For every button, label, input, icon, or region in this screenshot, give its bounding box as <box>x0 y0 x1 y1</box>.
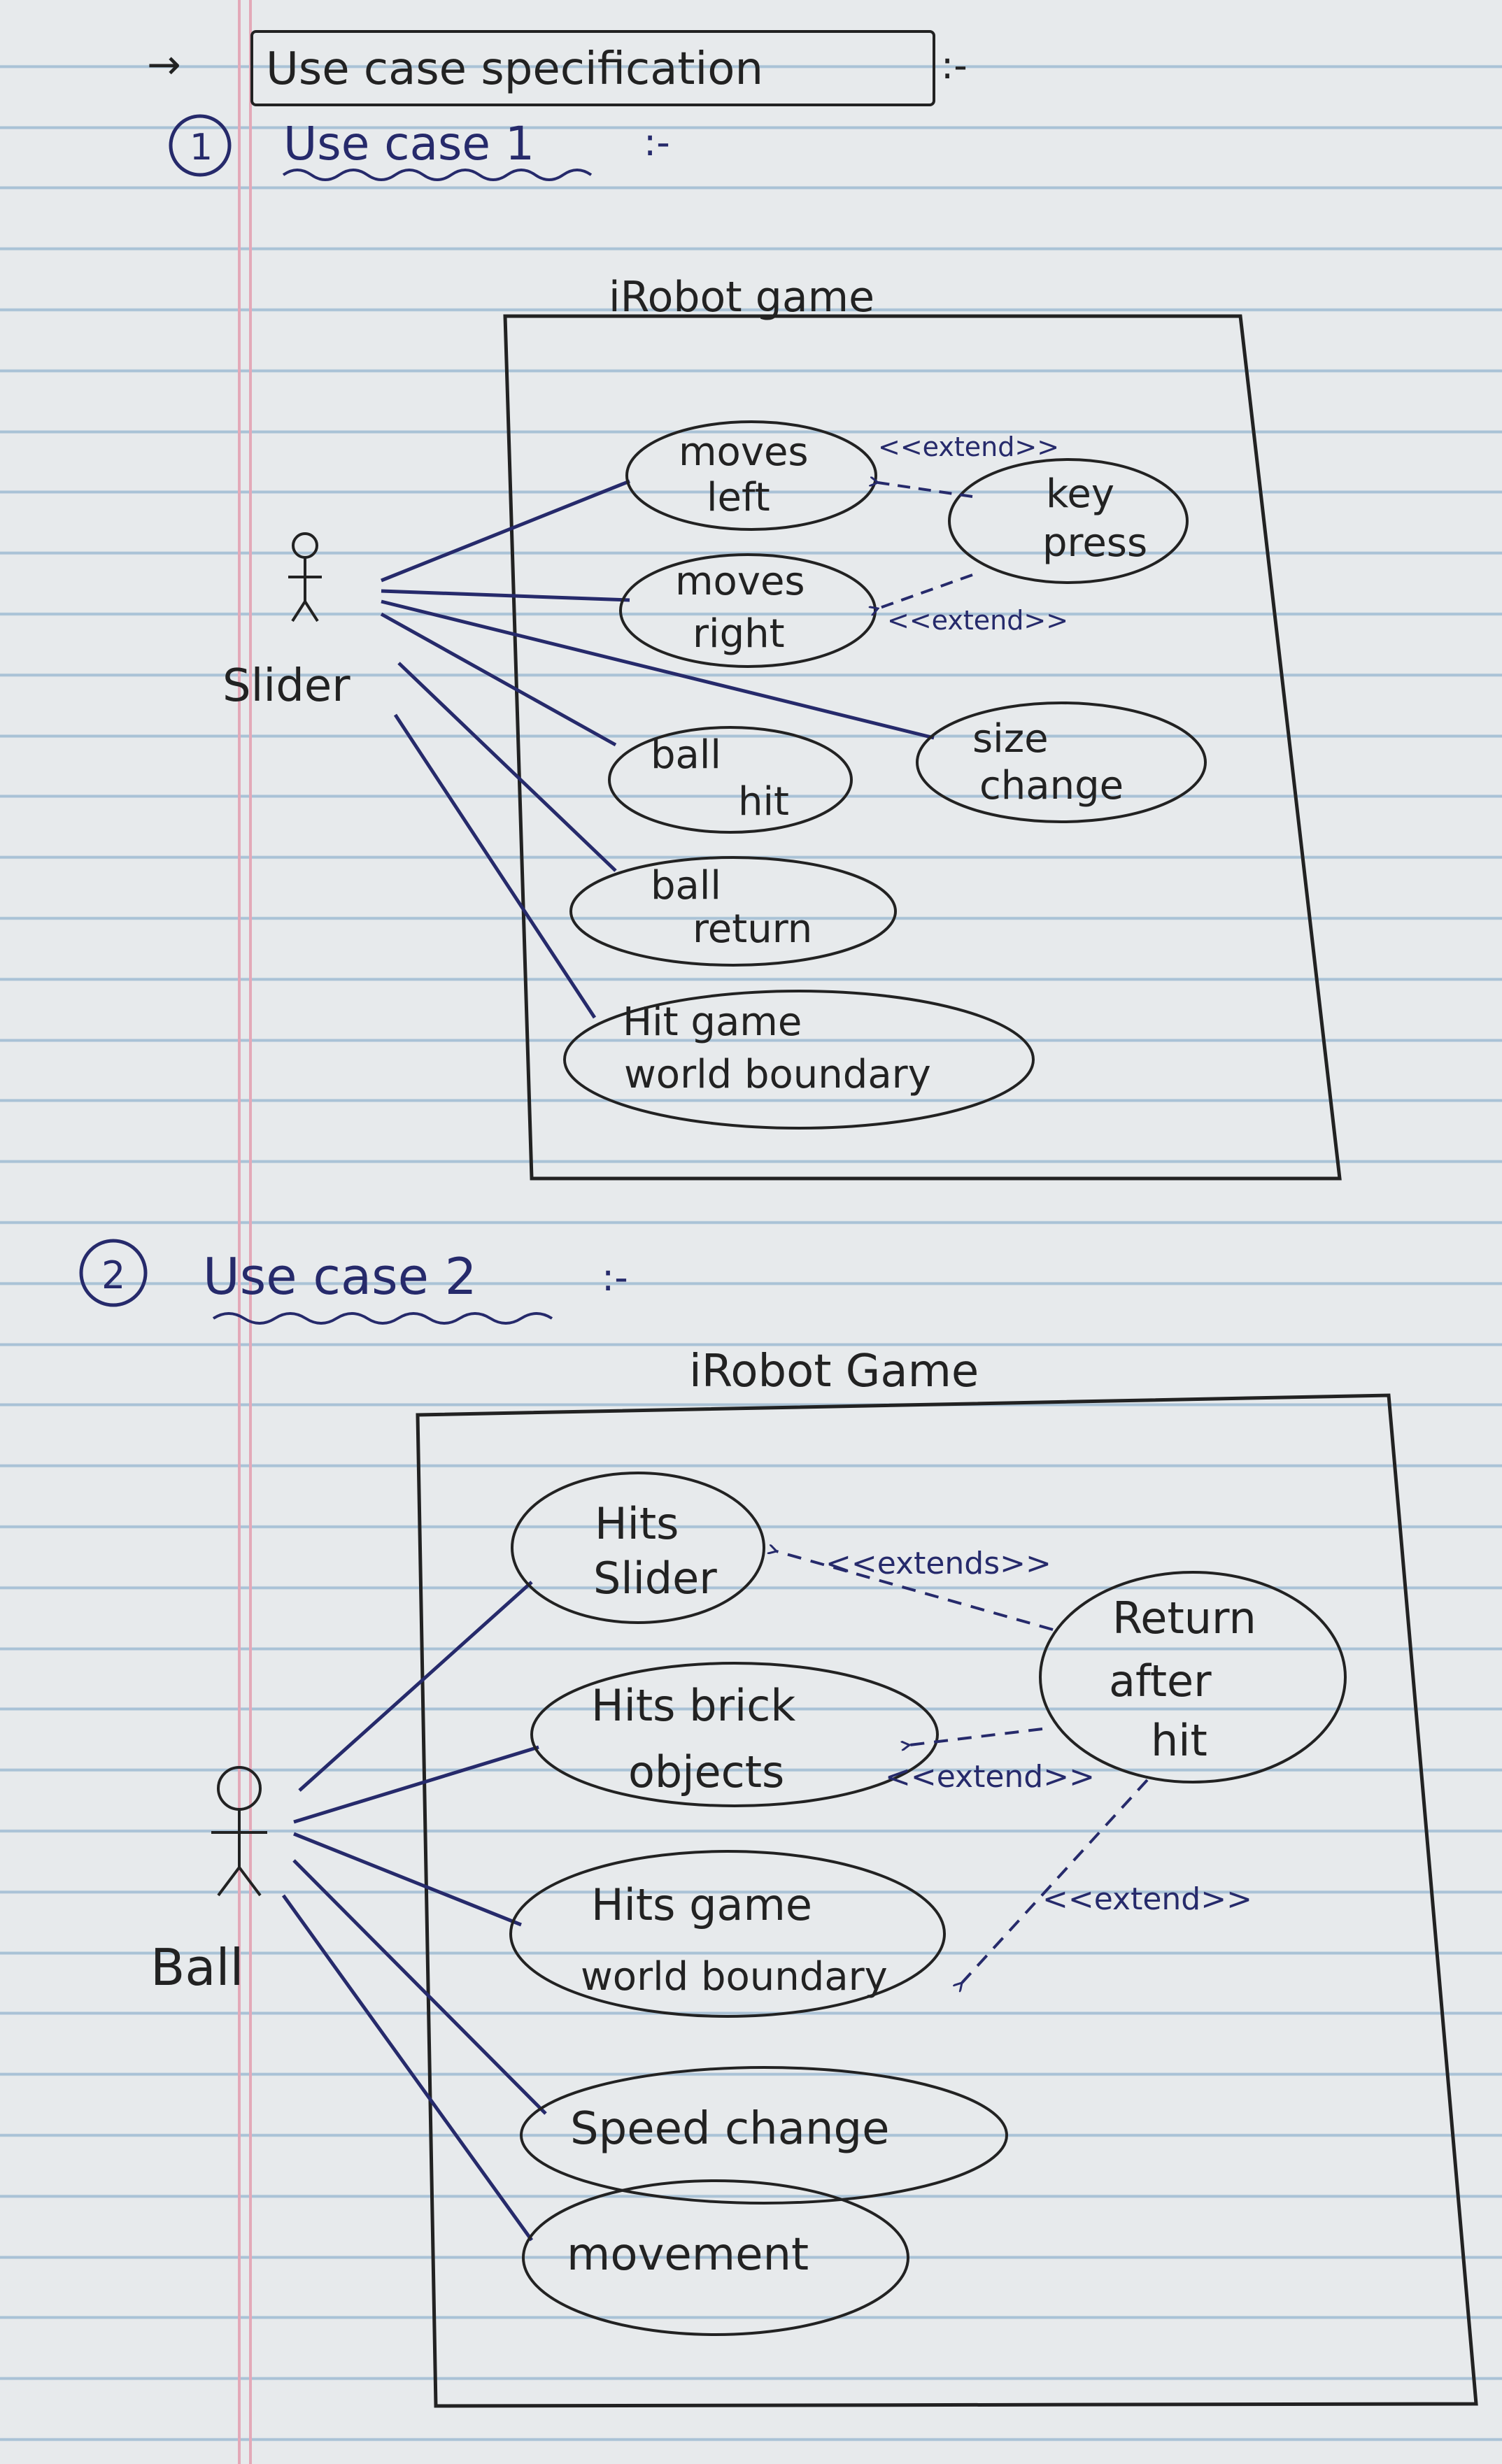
uc1-extend-label-2: <<extend>> <box>887 605 1068 636</box>
margin-line <box>238 0 241 2464</box>
heading-box <box>250 30 935 106</box>
uc-ball-return-line2: return <box>693 906 812 952</box>
assoc-moves-left <box>381 479 630 583</box>
uc-hits-slider-line1: Hits <box>595 1498 679 1549</box>
uc1-number-circle <box>169 114 232 177</box>
uc-hits-boundary-line2: world boundary <box>581 1954 888 2000</box>
heading-suffix: :- <box>941 43 968 87</box>
uc-hits-boundary-line1: Hits game <box>591 1879 812 1930</box>
uc1-extend-2: <<extend>> <box>878 574 1068 636</box>
uc-ball-return-line1: ball <box>651 863 721 909</box>
assoc-hits-slider <box>298 1581 533 1792</box>
uc-ball-return: ball return <box>569 856 897 967</box>
uc2-extend-label-1: <<extends>> <box>826 1546 1051 1581</box>
uc-ball-hit-line1: ball <box>651 732 721 778</box>
uc2-associations <box>281 1581 547 2242</box>
uc-hits-slider-line2: Slider <box>593 1553 717 1604</box>
uc-hits-brick-line1: Hits brick <box>591 1680 795 1731</box>
uc2-extend-1: <<extends>> <box>777 1546 1054 1631</box>
uc-size-change-line2: change <box>979 763 1124 809</box>
uc1-extend-1: <<extend>> <box>878 432 1059 498</box>
uc1-title-group: 1 Use case 1 :- <box>169 114 670 181</box>
uc-movement: movement <box>522 2179 909 2336</box>
ball-actor: Ball <box>150 1766 267 1997</box>
assoc-hits-boundary <box>293 1832 522 1927</box>
uc-return-after-hit-line2: after <box>1109 1655 1212 1707</box>
assoc-ball-return <box>397 662 617 872</box>
uc2-extend-3: <<extend>> <box>962 1779 1252 1983</box>
uc2-system-boundary <box>416 1393 1478 2408</box>
ball-actor-label: Ball <box>150 1938 244 1997</box>
uc-hits-brick: Hits brick objects <box>530 1662 939 1807</box>
heading-text: Use case specification <box>266 43 763 95</box>
slider-actor: Slider <box>222 532 350 712</box>
assoc-moves-right <box>381 589 630 602</box>
assoc-size-change <box>381 599 935 740</box>
assoc-hit-boundary <box>393 713 597 1019</box>
uc1-diagram: iRobot game Slider <box>222 273 1342 1181</box>
uc1-title-suffix: :- <box>644 120 670 164</box>
uc-return-after-hit: Return after hit <box>1039 1571 1347 1783</box>
uc-ball-hit-line2: hit <box>738 779 789 825</box>
uc-hits-slider: Hits Slider <box>511 1472 765 1624</box>
uc-hit-boundary: Hit game world boundary <box>563 990 1035 1130</box>
slider-actor-label: Slider <box>222 660 350 712</box>
uc-hits-brick-line2: objects <box>628 1746 784 1797</box>
uc-movement-label: movement <box>567 2229 809 2281</box>
uc2-title-suffix: :- <box>602 1255 628 1299</box>
uc2-number: 2 <box>101 1253 125 1297</box>
uc-size-change-line1: size <box>972 716 1049 762</box>
uc2-number-circle <box>79 1239 148 1307</box>
uc1-underline <box>282 169 593 181</box>
uc-key-press-line2: press <box>1042 520 1147 566</box>
uc2-extend-label-2: <<extend>> <box>885 1759 1095 1795</box>
uc1-associations <box>380 479 935 1019</box>
uc2-title-group: 2 Use case 2 :- <box>79 1239 628 1325</box>
uc-moves-right: moves right <box>619 553 877 668</box>
heading-arrow-icon: → <box>147 41 181 88</box>
uc-moves-right-line2: right <box>693 611 785 657</box>
assoc-hits-brick <box>293 1745 539 1824</box>
margin-line-inner <box>249 0 252 2464</box>
uc-hit-boundary-line2: world boundary <box>624 1052 931 1097</box>
uc2-extend-2: <<extend>> <box>885 1728 1095 1795</box>
uc2-diagram: iRobot Game Ball Hi <box>150 1346 1478 2408</box>
uc1-system-boundary <box>503 314 1342 1181</box>
ball-actor-head-icon <box>217 1766 262 1811</box>
uc1-number: 1 <box>190 127 213 169</box>
uc-moves-right-line1: moves <box>675 559 805 604</box>
uc-moves-left-line2: left <box>707 475 770 520</box>
uc-speed-change: Speed change <box>520 2066 1008 2205</box>
assoc-ball-hit <box>380 612 617 747</box>
uc-key-press-line1: key <box>1046 471 1114 517</box>
uc1-title: Use case 1 <box>283 117 534 171</box>
uc-speed-change-label: Speed change <box>570 2103 890 2155</box>
uc-moves-left: moves left <box>625 420 877 531</box>
uc-moves-left-line1: moves <box>679 429 809 475</box>
uc-size-change: size change <box>916 702 1207 823</box>
uc2-extend-label-3: <<extend>> <box>1042 1881 1252 1917</box>
page-heading: → Use case specification :- <box>147 30 968 106</box>
uc1-system-name: iRobot game <box>609 273 874 322</box>
assoc-movement <box>281 1894 534 2242</box>
uc-ball-hit: ball hit <box>608 726 853 834</box>
uc-key-press: key press <box>948 458 1189 584</box>
uc2-system-name: iRobot Game <box>689 1346 979 1397</box>
uc-return-after-hit-line1: Return <box>1112 1593 1256 1644</box>
uc1-extend-label-1: <<extend>> <box>878 432 1059 462</box>
uc2-title: Use case 2 <box>203 1247 477 1306</box>
slider-actor-head-icon <box>292 532 318 559</box>
uc-hits-boundary: Hits game world boundary <box>509 1850 946 2018</box>
uc-return-after-hit-line3: hit <box>1151 1715 1207 1766</box>
uc2-underline <box>212 1312 553 1325</box>
assoc-speed-change <box>292 1859 547 2115</box>
uc-hit-boundary-line1: Hit game <box>623 999 802 1045</box>
